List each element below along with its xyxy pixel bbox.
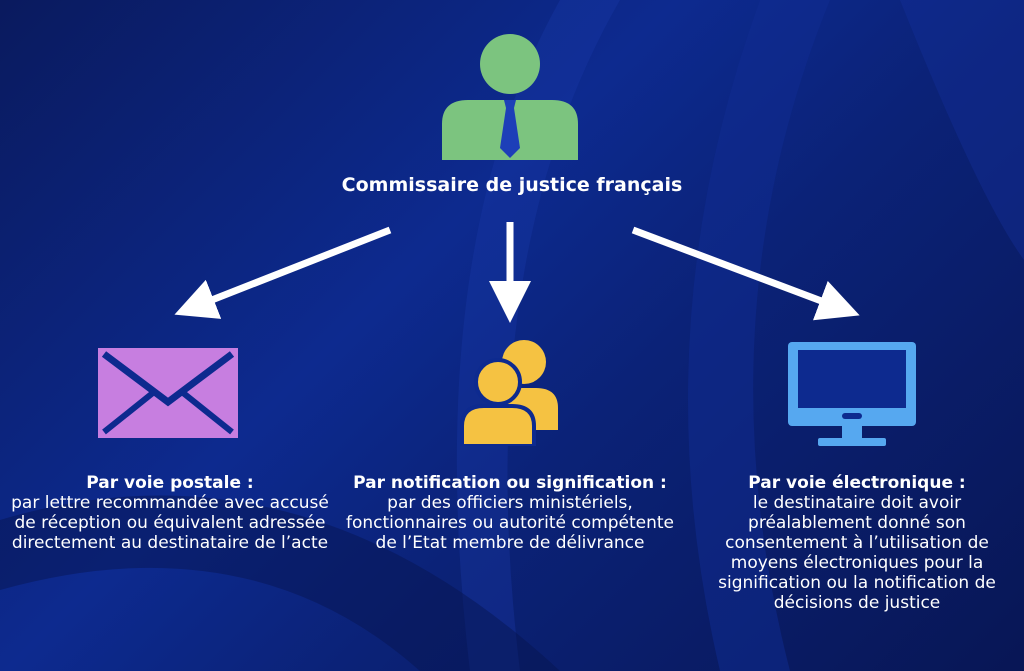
group-icon: [460, 340, 558, 446]
tie-icon: [500, 100, 520, 158]
branch-electronic: Par voie électronique : le destinataire …: [690, 473, 1024, 613]
person-head: [480, 34, 540, 94]
branch-electronic-body: le destinataire doit avoir préalablement…: [718, 493, 996, 613]
group-front-body: [460, 404, 536, 446]
branch-postal: Par voie postale : par lettre recommandé…: [0, 473, 340, 553]
branch-electronic-heading: Par voie électronique :: [748, 473, 966, 493]
envelope-icon: [98, 348, 238, 438]
branch-postal-heading: Par voie postale :: [86, 473, 254, 493]
branch-notification-heading: Par notification ou signification :: [353, 473, 667, 493]
branch-notification: Par notification ou signification : par …: [345, 473, 675, 553]
center-title: Commissaire de justice français: [341, 174, 683, 196]
group-front-head: [474, 358, 522, 406]
person-icon: [442, 34, 578, 160]
arrow-right: [631, 226, 860, 321]
branch-postal-body: par lettre recommandée avec accusé de ré…: [11, 493, 329, 553]
arrow-left: [174, 226, 392, 319]
monitor-icon: [788, 342, 916, 446]
branch-notification-body: par des officiers ministériels, fonction…: [346, 493, 674, 553]
